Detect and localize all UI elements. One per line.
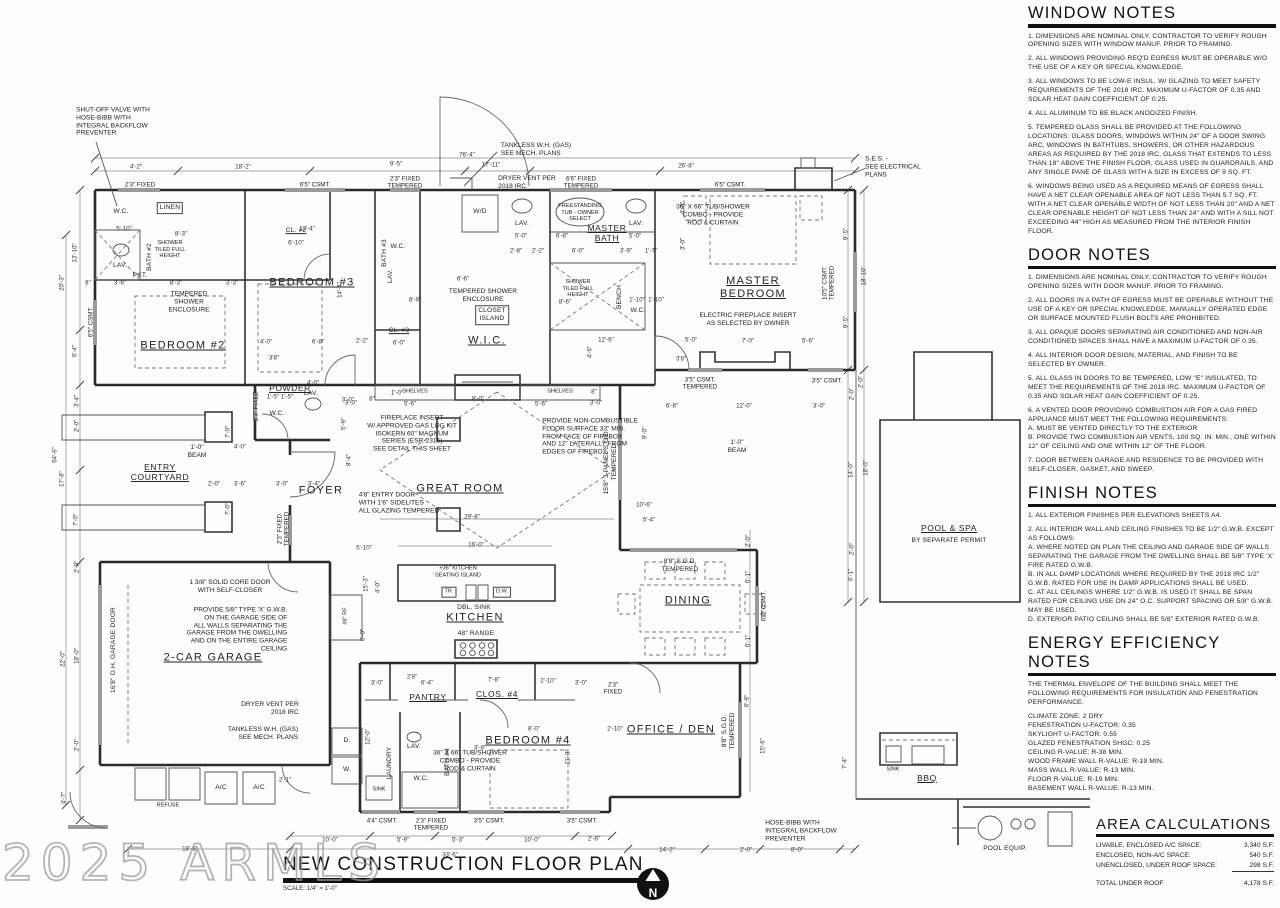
note-paragraph: 1. DIMENSIONS ARE NOMINAL ONLY. CONTRACT… xyxy=(1028,274,1267,291)
notes-section: FINISH NOTES 1. ALL EXTERIOR FINISHES PER… xyxy=(1028,484,1276,625)
interior-walls xyxy=(95,167,1090,845)
notes-section: WINDOW NOTES 1. DIMENSIONS ARE NOMINAL ON… xyxy=(1028,4,1276,237)
title-underline xyxy=(1028,672,1276,677)
note-paragraph: 4. ALL INTERIOR DOOR DESIGN, MATERIAL, A… xyxy=(1028,352,1238,369)
notes-section-title: FINISH NOTES xyxy=(1028,483,1158,502)
area-row-value: 540 S.F. xyxy=(1249,852,1274,860)
notes-section-title: DOOR NOTES xyxy=(1028,245,1151,264)
notes-section-title: WINDOW NOTES xyxy=(1028,4,1177,22)
svg-text:N: N xyxy=(649,886,658,900)
area-row: ENCLOSED, NON-A/C SPACE: 540 S.F. xyxy=(1096,851,1274,861)
dimension-lines xyxy=(65,157,865,850)
note-paragraph: 5. ALL GLASS IN DOORS TO BE TEMPERED, LO… xyxy=(1028,375,1266,401)
notes-section: DOOR NOTES 1. DIMENSIONS ARE NOMINAL ONLY… xyxy=(1028,246,1276,475)
title-underline xyxy=(1028,265,1276,270)
drawing-title: NEW CONSTRUCTION FLOOR PLAN xyxy=(283,854,644,875)
note-paragraph: 3. ALL OPAQUE DOORS SEPARATING AIR CONDI… xyxy=(1028,329,1263,346)
title-block: NEW CONSTRUCTION FLOOR PLAN SCALE: 1/4" … xyxy=(283,854,663,892)
north-arrow-icon: N xyxy=(637,868,669,900)
area-calculations: AREA CALCULATIONS LIVABLE, ENCLOSED A/C … xyxy=(1096,816,1274,889)
title-underline xyxy=(1096,834,1274,837)
area-row-value: 298 S.F. xyxy=(1232,861,1274,873)
area-row-label: ENCLOSED, NON-A/C SPACE: xyxy=(1096,852,1191,860)
notes-section-title: ENERGY EFFICIENCY NOTES xyxy=(1028,633,1221,671)
area-row-value: 3,340 S.F. xyxy=(1243,842,1274,849)
note-paragraph: 3. ALL WINDOWS TO BE LOW-E INSUL. W/ GLA… xyxy=(1028,78,1261,104)
area-row: LIVABLE, ENCLOSED A/C SPACE: 3,340 S.F. xyxy=(1096,841,1274,851)
notes-section: ENERGY EFFICIENCY NOTES THE THERMAL ENVEL… xyxy=(1028,634,1276,794)
area-rows: LIVABLE, ENCLOSED A/C SPACE: 3,340 S.F. EN… xyxy=(1096,841,1274,889)
window-glazing xyxy=(68,188,857,829)
dimension-ticks xyxy=(61,153,869,854)
note-paragraph: 2. ALL INTERIOR WALL AND CEILING FINISHE… xyxy=(1028,526,1274,623)
title-underline xyxy=(1028,503,1276,508)
notes-panel: WINDOW NOTES 1. DIMENSIONS ARE NOMINAL ON… xyxy=(1028,4,1276,803)
fixture-details xyxy=(61,141,1073,847)
note-paragraph: 1. ALL EXTERIOR FINISHES PER ELEVATIONS … xyxy=(1028,512,1222,520)
area-row-label: UNENCLOSED, UNDER ROOF SPACE: xyxy=(1096,862,1218,870)
title-underline-bar xyxy=(283,878,645,883)
area-row: TOTAL UNDER ROOF 4,178 S.F. xyxy=(1096,879,1274,889)
title-underline xyxy=(1028,24,1276,28)
area-row-label: TOTAL UNDER ROOF xyxy=(1096,880,1164,888)
area-row-value: 4,178 S.F. xyxy=(1243,880,1274,888)
note-paragraph: 6. WINDOWS BEING USED AS A REQUIRED MEAN… xyxy=(1028,183,1275,235)
note-paragraph: 7. DOOR BETWEEN GARAGE AND RESIDENCE TO … xyxy=(1028,456,1264,473)
note-paragraph: 4. ALL ALUMINUM TO BE BLACK ANODIZED FIN… xyxy=(1028,110,1198,118)
area-row: UNENCLOSED, UNDER ROOF SPACE: 298 S.F. xyxy=(1096,861,1274,873)
door-swings xyxy=(69,96,690,829)
note-paragraph: 1. DIMENSIONS ARE NOMINAL ONLY. CONTRACT… xyxy=(1028,32,1267,49)
note-paragraph: 2. ALL DOORS IN A PATH OF EGRESS MUST BE… xyxy=(1028,297,1274,323)
furniture-dashed xyxy=(94,195,955,809)
area-calculations-title: AREA CALCULATIONS xyxy=(1096,816,1272,833)
drawing-scale: SCALE: 1/4" = 1'-0" xyxy=(283,885,337,892)
note-paragraph: CLIMATE ZONE: 2 DRY FENESTRATION U-FACTO… xyxy=(1028,713,1165,793)
note-paragraph: 2. ALL WINDOWS PROVIDING REQ'D EGRESS MU… xyxy=(1028,55,1268,72)
note-paragraph: THE THERMAL ENVELOPE OF THE BUILDING SHA… xyxy=(1028,681,1259,707)
note-paragraph: 6. A VENTED DOOR PROVIDING COMBUSTION AI… xyxy=(1028,407,1276,450)
area-row-label: LIVABLE, ENCLOSED A/C SPACE: xyxy=(1096,842,1202,849)
note-paragraph: 5. TEMPERED GLASS SHALL BE PROVIDED AT T… xyxy=(1028,124,1274,177)
